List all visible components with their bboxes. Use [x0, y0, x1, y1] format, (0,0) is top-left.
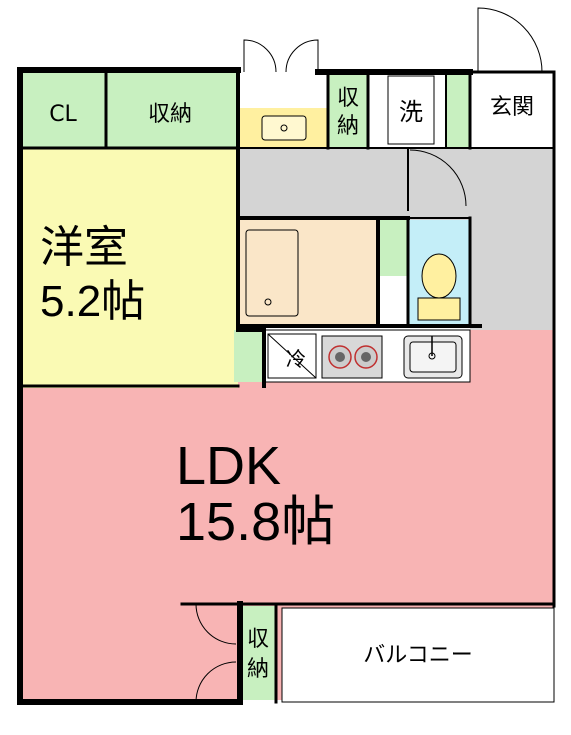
ldk-name: LDK [176, 436, 281, 496]
storage-mid-floor [328, 72, 368, 148]
storage-bottom-floor [240, 606, 276, 700]
corridor-floor-right [470, 148, 554, 330]
fridge-diagonal [267, 333, 317, 379]
faucet-head [428, 352, 436, 360]
ldk-size: 15.8帖 [176, 492, 335, 552]
vanity-sink [261, 115, 307, 141]
closet-floor [20, 72, 106, 148]
western-room-floor [20, 148, 238, 388]
bathtub [245, 229, 299, 317]
storage-top-floor [106, 72, 238, 148]
storage-bottom-label-1: 収 [247, 627, 269, 652]
bath-side-strip [378, 220, 408, 276]
storage-mid-label-2: 納 [337, 114, 359, 139]
laundry-label: 洗 [399, 98, 423, 126]
door-swings [195, 7, 543, 703]
walls [17, 67, 556, 705]
western-room-size: 5.2帖 [40, 277, 145, 326]
storage-top-label: 収納 [148, 102, 192, 127]
toilet-tank [417, 297, 461, 321]
vanity-drain [280, 124, 288, 132]
balcony-floor [281, 607, 555, 703]
burner-left-inner [335, 352, 345, 362]
entrance-label: 玄関 [490, 95, 534, 120]
laundry-floor [387, 75, 435, 145]
burner-right-inner [361, 352, 371, 362]
laundry-strip [446, 72, 470, 148]
western-entry-strip [234, 330, 264, 382]
western-room-name: 洋室 [40, 223, 128, 272]
storage-bottom-label-2: 納 [247, 657, 269, 682]
fridge-label: 冷 [286, 347, 306, 371]
storage-mid-label-1: 収 [337, 86, 359, 111]
entrance-floor [470, 72, 554, 148]
toilet-bowl [421, 253, 457, 299]
bathtub-drain [264, 298, 272, 306]
kitchen-sink-basin [409, 341, 457, 373]
closet-label: CL [49, 102, 77, 127]
balcony-label: バルコニー [363, 643, 473, 668]
